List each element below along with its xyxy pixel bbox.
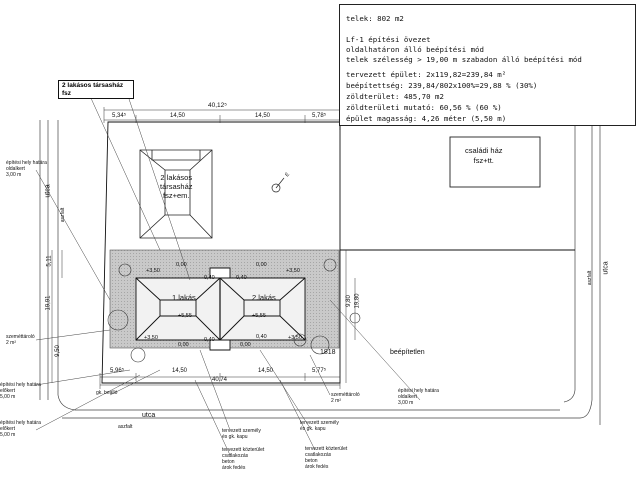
dim-top-mid1: 14,50 <box>170 113 186 119</box>
callout-gate-2: tervezett személy és gk. kapu <box>300 420 339 432</box>
level-mark: 0,40 <box>236 275 247 281</box>
callout-build-line-side: építési hely határa oldalkert 3,00 m <box>6 160 47 178</box>
level-mark: 0,40 <box>204 337 215 343</box>
level-mark: 0,40 <box>204 275 215 281</box>
level-mark: 0,00 <box>176 262 187 268</box>
callout-gate-1: tervezett személy és gk. kapu <box>222 428 261 440</box>
dim-bottom-mid1: 14,50 <box>172 368 188 374</box>
level-mark: +5,55 <box>252 313 266 319</box>
label-paving-left: aszfalt <box>60 207 67 223</box>
street-edge-lines <box>39 120 601 425</box>
callout-waste-right: szeméttároló 2 m² <box>331 392 360 404</box>
info-lot-area: telek: 802 m2 <box>346 14 404 23</box>
info-green-ratio: zöldterületi mutató: 60,56 % (60 %) <box>346 103 502 112</box>
level-mark: +5,55 <box>178 313 192 319</box>
level-mark: +3,50 <box>286 268 300 274</box>
dim-right-1980: 19,80 <box>354 293 361 309</box>
dim-bottom-total: 40,74 <box>212 377 228 383</box>
level-mark: 0,00 <box>256 262 267 268</box>
label-unbuilt: beépítetlen <box>390 349 425 356</box>
label-street-left: utca <box>44 184 52 198</box>
info-green-area: zöldterület: 485,70 m2 <box>346 92 444 101</box>
family-house-outline <box>449 136 541 188</box>
dim-top-total: 40,12⁵ <box>208 102 227 109</box>
label-paving-bottom: aszfalt <box>118 424 133 430</box>
existing-building-roof <box>139 149 213 239</box>
label-apartment-1: 1.lakás <box>172 293 196 302</box>
label-lot-number: 1818 <box>320 349 336 356</box>
plan-subtitle: fsz <box>62 90 72 97</box>
leader-lines <box>35 95 421 456</box>
dim-left-1991: 19,91 <box>45 295 52 311</box>
info-planned-building: tervezett épület: 2x119,82=239,84 m² <box>346 70 507 79</box>
callout-build-line-side-right: építési hely határa oldalkert 3,00 m <box>398 388 439 406</box>
north-arrow <box>271 177 285 193</box>
level-mark: +3,50 <box>146 268 160 274</box>
callout-entrance: gk. beálló <box>96 390 118 396</box>
site-data-panel: telek: 802 m2 Lf-1 építési övezet oldalh… <box>339 4 636 126</box>
callout-waste-left: szeméttároló 2 m² <box>6 334 35 346</box>
label-paving-right: aszfalt <box>587 270 594 286</box>
dim-bottom-left: 5,96⁵ <box>110 368 125 374</box>
plan-title-box: 2 lakásos társasház fsz <box>58 80 134 99</box>
dim-left-950: 9,50 <box>54 345 61 357</box>
level-mark: 0,00 <box>240 342 251 348</box>
label-family-house: családi ház fsz+tt. <box>465 146 503 165</box>
info-coverage: beépítettség: 239,84/802x100%=29,88 % (3… <box>346 81 538 90</box>
dim-top-right: 5,78⁵ <box>312 113 327 119</box>
dim-bottom-right: 5,77⁵ <box>312 368 327 374</box>
dim-right-980: 9,80 <box>345 295 352 307</box>
trees <box>107 258 361 363</box>
dim-top-mid2: 14,50 <box>255 113 271 119</box>
label-street-right: utca <box>602 261 610 275</box>
level-mark: +3,50 <box>288 335 302 341</box>
dim-bottom-mid2: 14,50 <box>258 368 274 374</box>
building-footprint <box>135 267 306 351</box>
level-mark: 0,40 <box>256 334 267 340</box>
level-mark: +3,50 <box>144 335 158 341</box>
callout-build-line-front-1: építési hely határa előkert 5,00 m <box>0 382 41 400</box>
dim-left-511: 5,11 <box>46 255 53 267</box>
info-lot-width: telek szélesség > 19,00 m szabadon álló … <box>346 55 582 64</box>
dim-top-left: 5,34⁵ <box>112 113 127 119</box>
callout-utility-1: tervezett közterület csatlakozás beton á… <box>222 447 265 471</box>
callout-utility-2: tervezett közterület csatlakozás beton á… <box>305 446 348 470</box>
label-apartment-2: 2.lakás <box>252 293 276 302</box>
info-building-mode: oldalhatáron álló beépítési mód <box>346 45 484 54</box>
plan-title: 2 lakásos társasház <box>62 82 124 89</box>
label-street-bottom: utca <box>142 412 156 419</box>
callout-build-line-front-2: építési hely határa előkert 5,00 m <box>0 420 41 438</box>
info-zone: Lf-1 építési övezet <box>346 35 431 44</box>
info-building-height: épület magasság: 4,26 méter (5,50 m) <box>346 114 507 123</box>
label-existing-building: 2 lakásos társasház fsz+em. <box>160 173 193 200</box>
level-mark: 0,00 <box>178 342 189 348</box>
